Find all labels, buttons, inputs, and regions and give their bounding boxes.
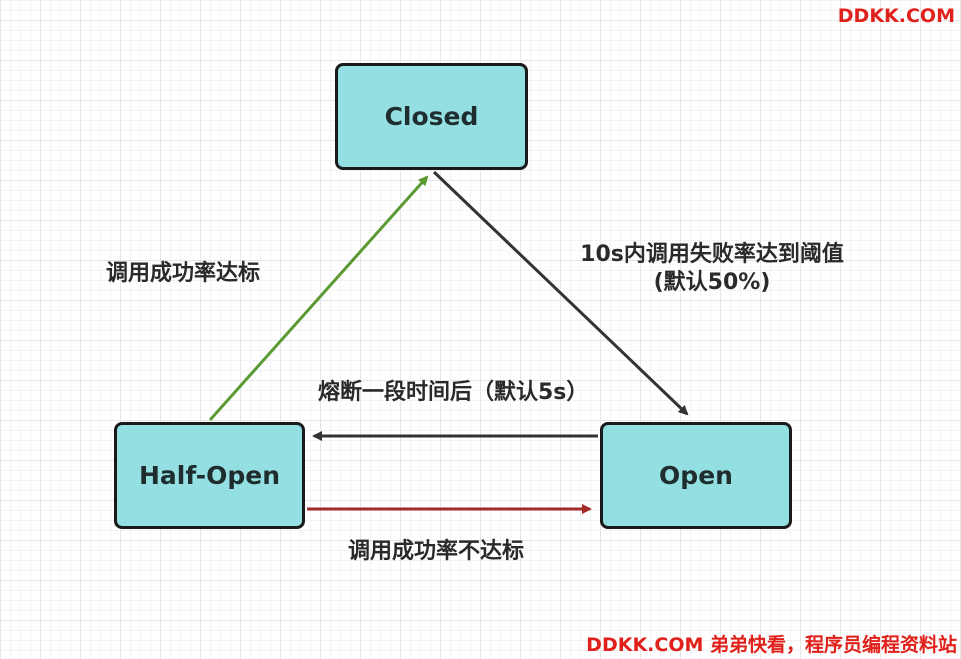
label-failure-rate-line1: 10s内调用失败率达到阈值 — [580, 242, 844, 267]
label-success-rate-met: 调用成功率达标 — [106, 261, 261, 286]
label-success-rate-not-met: 调用成功率不达标 — [348, 539, 525, 564]
label-failure-rate: 10s内调用失败率达到阈值 (默认50%) — [562, 241, 862, 297]
state-closed: Closed — [335, 63, 528, 170]
state-half-open-label: Half-Open — [138, 461, 281, 490]
state-open: Open — [600, 422, 792, 529]
watermark-bottom: DDKK.COM 弟弟快看，程序员编程资料站 — [586, 634, 957, 656]
state-closed-label: Closed — [384, 102, 479, 131]
watermark-top: DDKK.COM — [837, 5, 955, 27]
label-after-break: 熔断一段时间后（默认5s） — [318, 380, 589, 405]
arrow-closed-to-open — [432, 170, 689, 416]
label-failure-rate-line2: (默认50%) — [653, 270, 771, 295]
arrow-halfopen-to-closed — [208, 175, 429, 421]
state-half-open: Half-Open — [114, 422, 305, 529]
state-open-label: Open — [659, 461, 733, 490]
